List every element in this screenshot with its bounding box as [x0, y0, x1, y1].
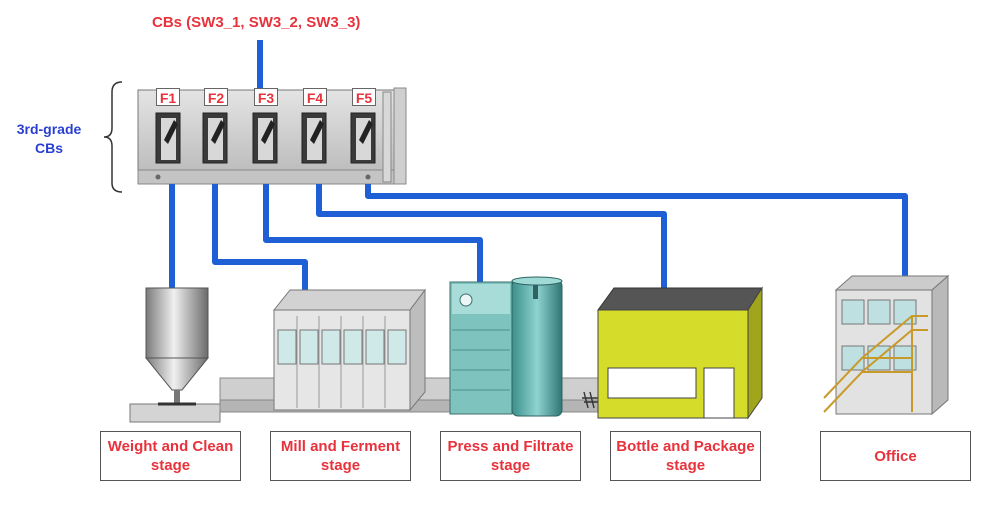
stage-label-line2: stage [490, 457, 531, 474]
wire-f4 [316, 184, 667, 292]
breaker-f3 [252, 112, 278, 164]
feeder-label-f2: F2 [204, 88, 228, 106]
breaker-f1 [155, 112, 181, 164]
stage-label-line1: Mill and Ferment [280, 438, 401, 455]
press-filtrate-machine [449, 276, 563, 417]
feeder-label-f3: F3 [254, 88, 278, 106]
feeder-wires [169, 184, 908, 292]
breaker-switches [155, 112, 376, 164]
feeder-label-f4: F4 [303, 88, 327, 106]
stage-weight-clean: Weight and Clean stage [100, 431, 241, 481]
bottle-package-building [597, 286, 763, 420]
feeder-label-f5: F5 [352, 88, 376, 106]
stage-label-line1: Office [874, 447, 917, 465]
stage-press-filtrate: Press and Filtrate stage [440, 431, 581, 481]
cb-group-label-line1: 3rd-grade [16, 121, 82, 137]
stage-label-line2: stage [665, 457, 706, 474]
diagram-title: CBs (SW3_1, SW3_2, SW3_3) [152, 14, 361, 31]
stage-office: Office [820, 431, 971, 481]
hopper-machine [144, 287, 210, 406]
stage-label-line1: Weight and Clean [107, 438, 234, 455]
cb-group-brace [103, 81, 123, 193]
stage-label-line2: stage [320, 457, 361, 474]
stage-mill-ferment: Mill and Ferment stage [270, 431, 411, 481]
cb-group-label-line2: CBs [34, 140, 63, 156]
wire-f5 [365, 184, 908, 285]
breaker-f2 [202, 112, 228, 164]
mill-ferment-machine [272, 288, 426, 412]
stage-bottle-package: Bottle and Package stage [610, 431, 761, 481]
breaker-f4 [301, 112, 327, 164]
office-building [823, 274, 950, 416]
stage-label-line1: Bottle and Package [616, 438, 755, 455]
wire-f2 [212, 184, 308, 290]
wire-f3 [263, 184, 483, 285]
breaker-f5 [350, 112, 376, 164]
feeder-label-f1: F1 [156, 88, 180, 106]
cb-group-label: 3rd-grade CBs [8, 120, 90, 158]
stage-label-line1: Press and Filtrate [447, 438, 574, 455]
stage-label-line2: stage [150, 457, 191, 474]
